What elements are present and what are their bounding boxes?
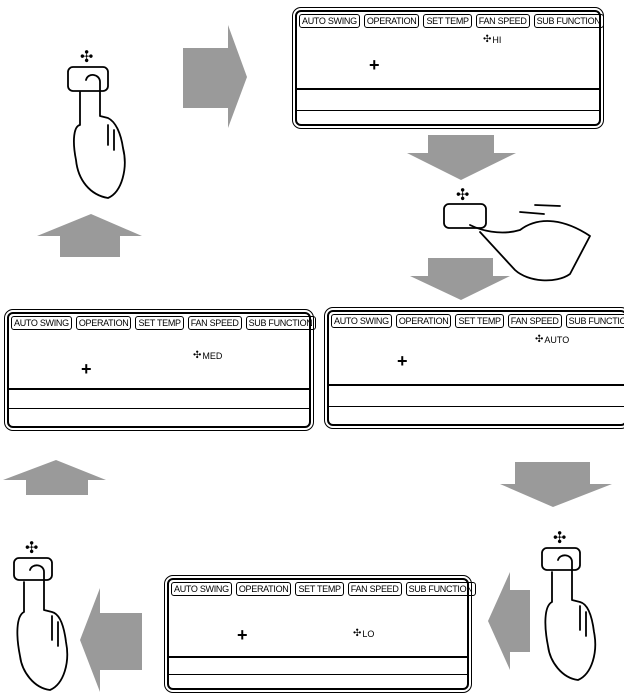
divider [9, 388, 309, 390]
divider [329, 384, 624, 386]
tab-operation: OPERATION [76, 316, 132, 330]
tab-auto-swing: AUTO SWING [171, 582, 232, 596]
divider [9, 408, 309, 409]
tab-fan-speed: FAN SPEED [508, 314, 562, 328]
fan-icon: ✣ [193, 350, 201, 361]
tab-auto-swing: AUTO SWING [299, 14, 360, 28]
display-panel-hi: AUTO SWING OPERATION SET TEMP FAN SPEED … [295, 10, 601, 126]
tab-operation: OPERATION [396, 314, 452, 328]
function-tabs: AUTO SWING OPERATION SET TEMP FAN SPEED … [11, 316, 307, 330]
display-panel-lo: AUTO SWING OPERATION SET TEMP FAN SPEED … [167, 578, 469, 690]
tab-fan-speed: FAN SPEED [476, 14, 530, 28]
tab-set-temp: SET TEMP [295, 582, 343, 596]
function-tabs: AUTO SWING OPERATION SET TEMP FAN SPEED … [299, 14, 597, 28]
tab-auto-swing: AUTO SWING [11, 316, 72, 330]
divider [169, 674, 467, 675]
divider [297, 88, 599, 90]
display-panel-med: AUTO SWING OPERATION SET TEMP FAN SPEED … [7, 312, 311, 428]
speed-label: LO [362, 629, 374, 639]
divider [169, 656, 467, 658]
tab-fan-speed: FAN SPEED [188, 316, 242, 330]
plus-marker: + [397, 352, 408, 370]
hand-pressing-button [14, 558, 67, 690]
speed-label: HI [492, 35, 501, 45]
tab-set-temp: SET TEMP [455, 314, 503, 328]
fan-speed-indicator: ✣ MED [193, 350, 222, 361]
function-tabs: AUTO SWING OPERATION SET TEMP FAN SPEED … [331, 314, 623, 328]
plus-marker: + [369, 56, 380, 74]
tab-sub-function: SUB FUNCTION [406, 582, 476, 596]
fan-icon: ✣ [456, 185, 469, 204]
fan-icon: ✣ [353, 628, 361, 639]
function-tabs: AUTO SWING OPERATION SET TEMP FAN SPEED … [171, 582, 465, 596]
fan-icon: ✣ [483, 34, 491, 45]
tab-operation: OPERATION [364, 14, 420, 28]
tab-sub-function: SUB FUNCTION [534, 14, 604, 28]
display-panel-auto: AUTO SWING OPERATION SET TEMP FAN SPEED … [327, 310, 624, 426]
fan-icon: ✣ [25, 538, 38, 557]
divider [329, 406, 624, 407]
speed-label: MED [202, 351, 222, 361]
tab-sub-function: SUB FUNCTION [566, 314, 624, 328]
plus-marker: + [81, 360, 92, 378]
divider [297, 110, 599, 111]
fan-icon: ✣ [80, 47, 93, 66]
tab-set-temp: SET TEMP [135, 316, 183, 330]
tab-sub-function: SUB FUNCTION [246, 316, 316, 330]
hand-pressing-button [444, 204, 590, 280]
fan-speed-indicator: ✣ AUTO [535, 334, 569, 345]
speed-label: AUTO [544, 335, 569, 345]
hand-pressing-button [68, 67, 125, 198]
tab-operation: OPERATION [236, 582, 292, 596]
tab-set-temp: SET TEMP [423, 14, 471, 28]
plus-marker: + [237, 626, 248, 644]
tab-auto-swing: AUTO SWING [331, 314, 392, 328]
fan-icon: ✣ [553, 528, 566, 547]
fan-icon: ✣ [535, 334, 543, 345]
fan-speed-indicator: ✣ HI [483, 34, 501, 45]
tab-fan-speed: FAN SPEED [348, 582, 402, 596]
fan-speed-indicator: ✣ LO [353, 628, 374, 639]
hand-pressing-button [542, 548, 595, 680]
